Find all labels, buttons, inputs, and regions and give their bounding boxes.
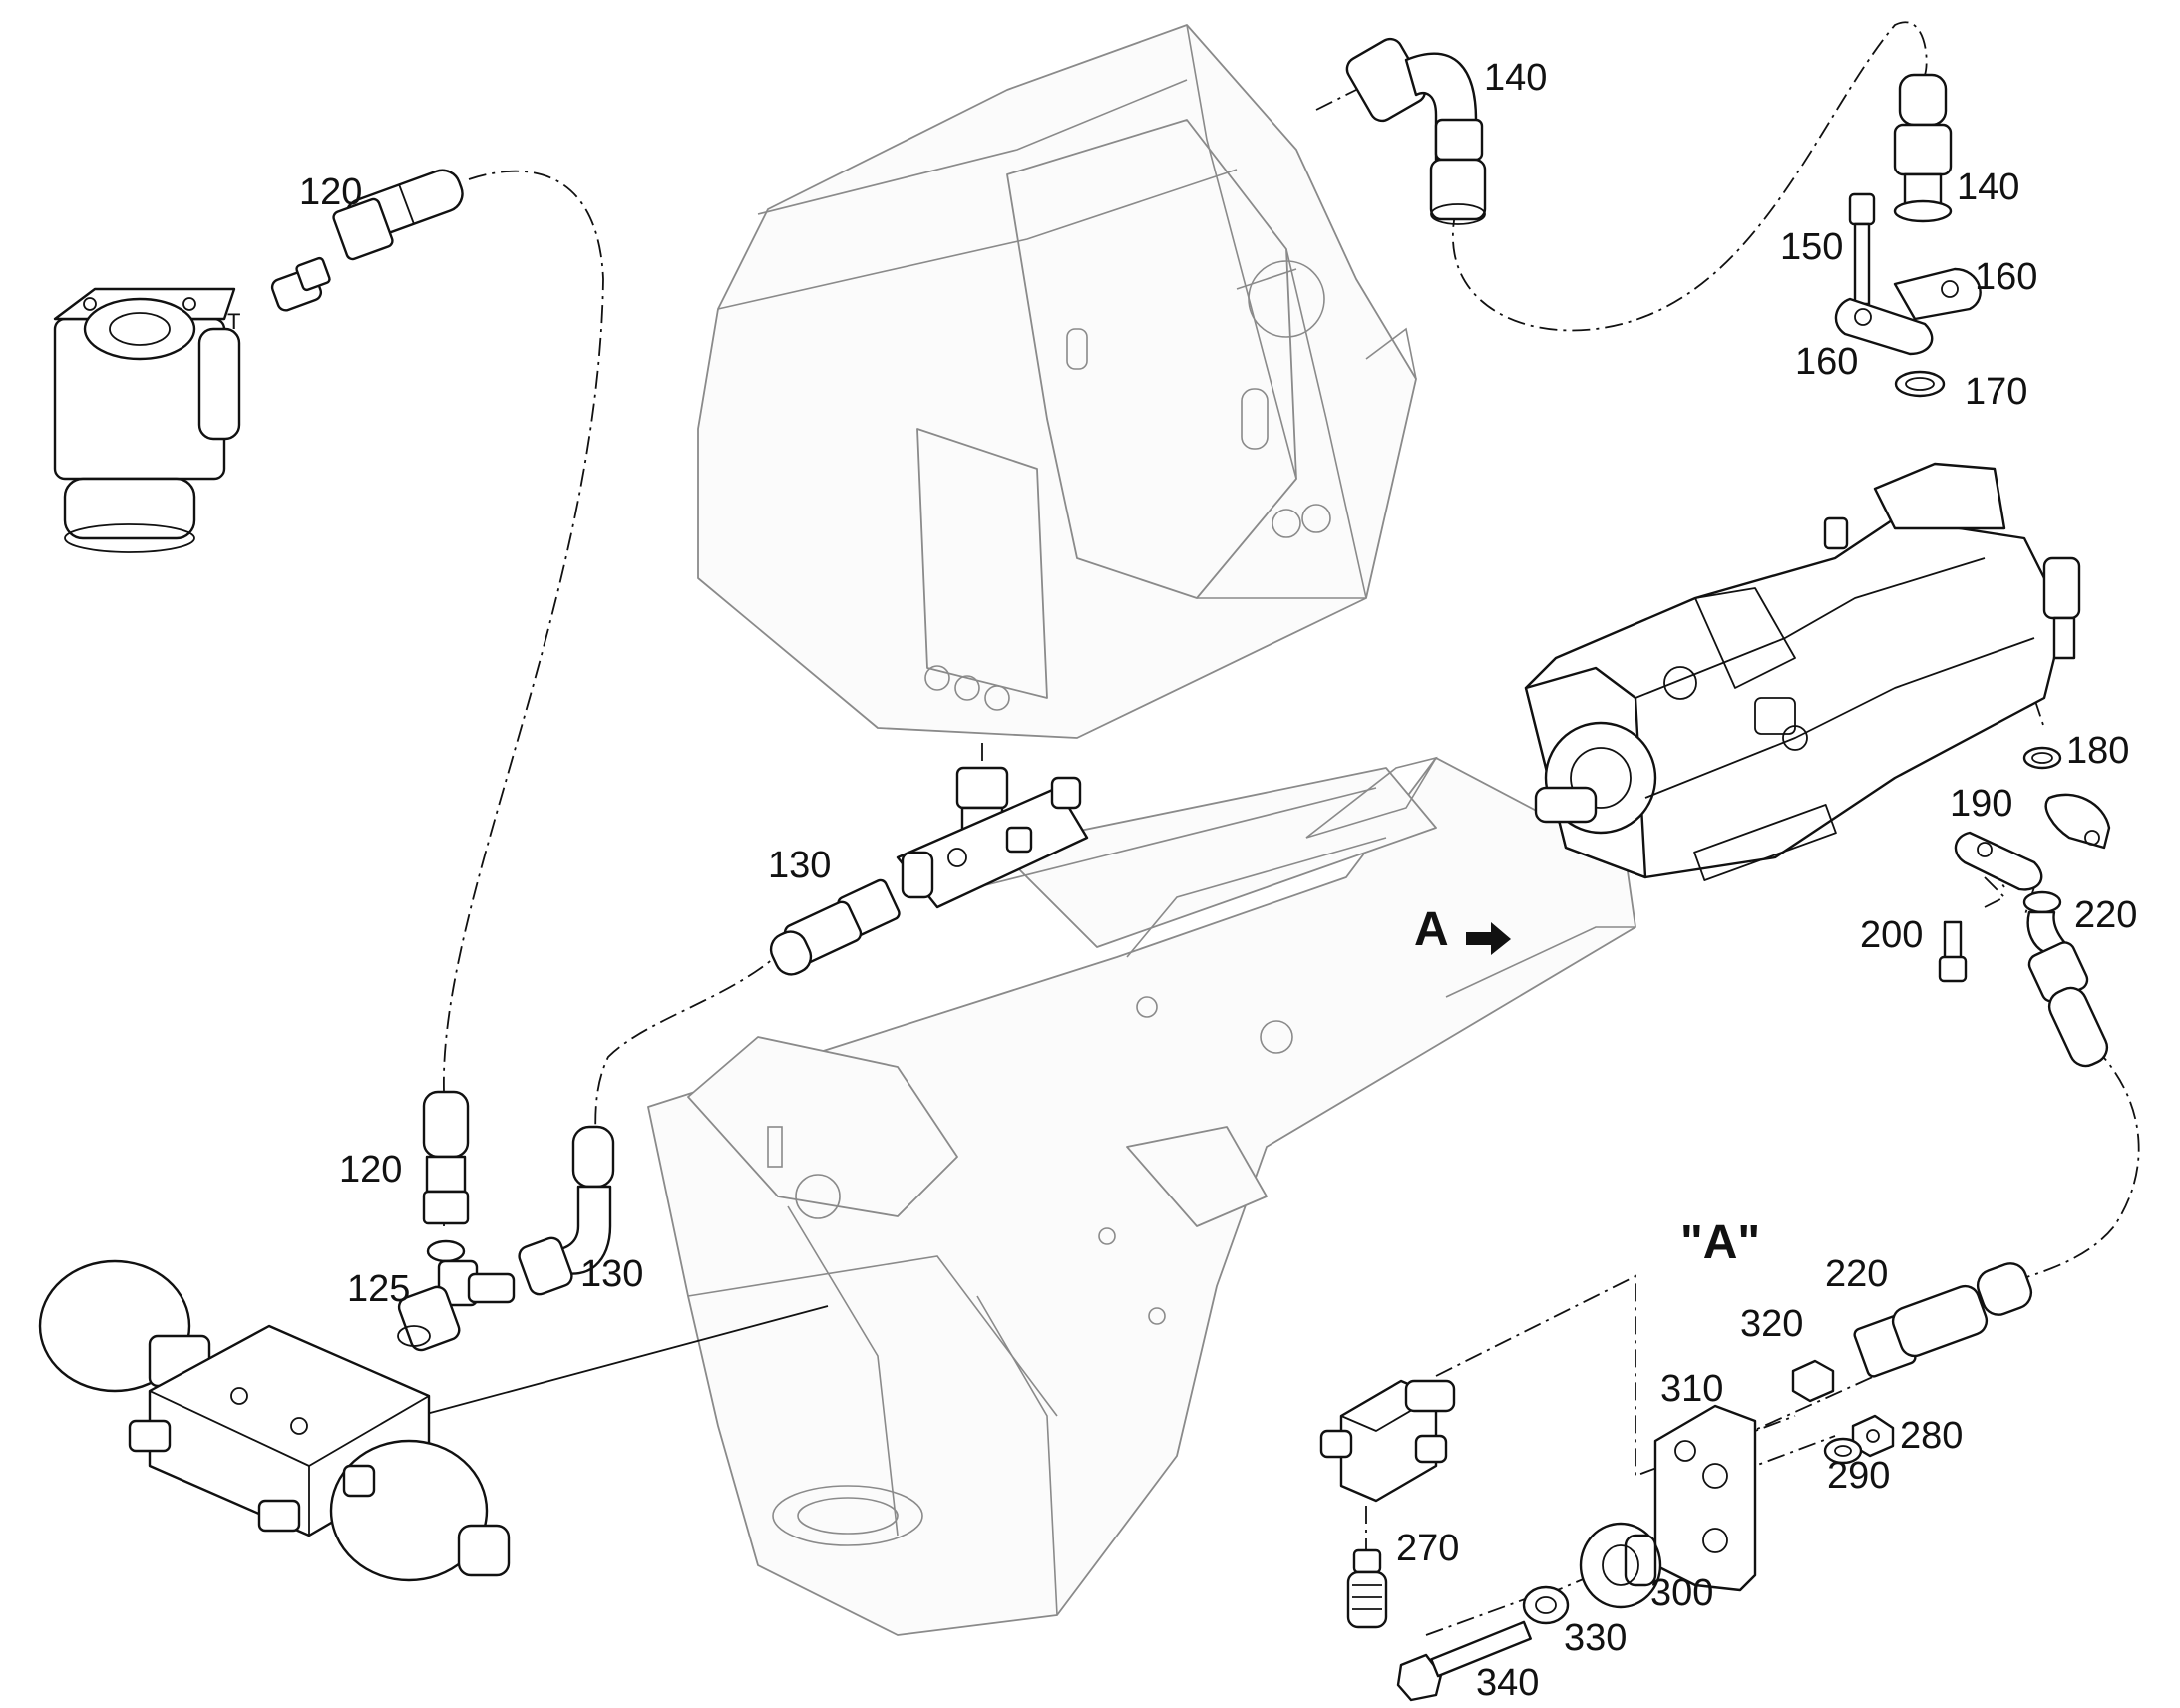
bolt-150 <box>1848 192 1876 306</box>
callouts: 120 120 125 130 130 140 140 150 160 160 … <box>299 57 2137 1704</box>
callout-140-right: 140 <box>1957 167 2019 208</box>
hose-120-top <box>332 169 464 261</box>
chassis-frame <box>647 756 1636 1636</box>
callout-190: 190 <box>1950 783 2012 825</box>
nut-320 <box>1791 1359 1835 1403</box>
callout-140-centre: 140 <box>1484 57 1547 99</box>
callout-200: 200 <box>1860 914 1923 956</box>
callout-150: 150 <box>1780 226 1843 268</box>
callout-220-lower: 220 <box>1825 1253 1888 1295</box>
callout-280: 280 <box>1900 1415 1963 1457</box>
view-direction-marker: A <box>1414 903 1511 956</box>
callout-120-bottom: 120 <box>339 1149 402 1191</box>
callout-130-lower: 130 <box>580 1253 643 1295</box>
hydraulic-motor <box>1524 462 2081 881</box>
bolt-200 <box>1938 920 1968 983</box>
callout-160-lower: 160 <box>1795 341 1858 383</box>
adapter-fitting <box>270 256 331 312</box>
o-ring-170 <box>1894 370 1946 398</box>
tee-fitting-125 <box>397 1239 516 1352</box>
hose-120-b <box>422 1090 470 1225</box>
elbow-hose-140-a <box>1345 37 1487 225</box>
callout-340: 340 <box>1476 1662 1539 1704</box>
o-ring-180 <box>2022 746 2062 770</box>
detail-A-title: "A" <box>1680 1216 1760 1269</box>
sensor-270 <box>1346 1548 1388 1629</box>
view-marker-label: A <box>1414 903 1449 956</box>
flange-half-190-upper <box>2044 793 2111 850</box>
callout-125: 125 <box>347 1268 410 1310</box>
callout-120-top: 120 <box>299 171 362 213</box>
hose-130-a <box>769 878 901 976</box>
control-valve <box>896 766 1089 909</box>
flange-half-190-lower <box>1954 831 2043 891</box>
washer-290 <box>1823 1437 1863 1465</box>
callout-220-upper: 220 <box>2074 894 2137 936</box>
hose-220-b <box>1853 1262 2033 1378</box>
accumulator-block <box>38 1259 511 1582</box>
bolt-340 <box>1396 1620 1532 1702</box>
callout-130-centre: 130 <box>768 845 831 886</box>
callout-270: 270 <box>1396 1528 1459 1569</box>
callout-290: 290 <box>1827 1455 1890 1497</box>
callout-330: 330 <box>1564 1617 1627 1659</box>
callout-300: 300 <box>1650 1572 1713 1614</box>
cab-frame <box>697 24 1417 739</box>
bushing-300 <box>1579 1522 1662 1609</box>
flange-half-160-lower <box>1834 297 1934 356</box>
callout-180: 180 <box>2066 730 2129 772</box>
washer-330 <box>1522 1585 1570 1625</box>
bracket-310 <box>1653 1404 1757 1592</box>
callout-320: 320 <box>1740 1303 1803 1345</box>
callout-160-upper: 160 <box>1975 256 2037 298</box>
callout-310: 310 <box>1660 1368 1723 1410</box>
pressure-switch-block <box>1319 1379 1456 1503</box>
flange-half-160-upper <box>1893 267 1982 321</box>
hose-130-b <box>518 1125 615 1296</box>
port-letter: T <box>227 309 240 334</box>
hose-220-a <box>2022 890 2109 1068</box>
hose-140-b <box>1893 73 1953 223</box>
view-arrow-icon <box>1466 922 1511 955</box>
steering-pump: T <box>53 287 240 553</box>
callout-170: 170 <box>1965 371 2027 413</box>
